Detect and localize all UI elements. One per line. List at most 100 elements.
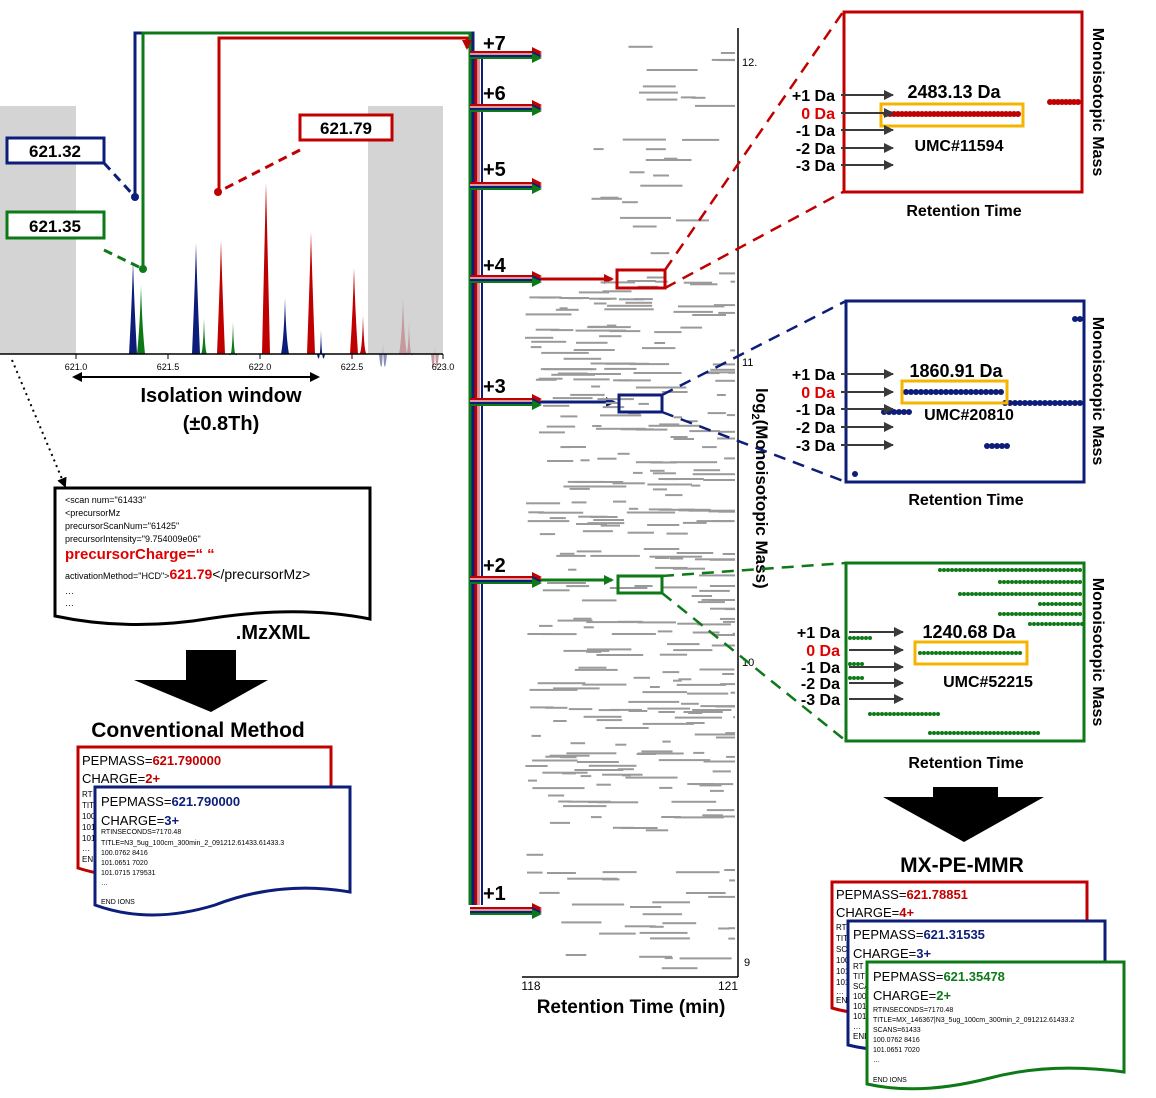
feature-dot (998, 580, 1002, 584)
feature-bar (551, 373, 595, 376)
feature-dot (1022, 612, 1026, 616)
feature-dot (994, 568, 998, 572)
feature-dot (1014, 568, 1018, 572)
feature-dot (953, 389, 959, 395)
feature-bar (701, 598, 714, 601)
feature-bar (596, 654, 644, 656)
charge-value: 3+ (164, 813, 179, 828)
feature-bar (673, 310, 713, 313)
inset-dots (848, 568, 1084, 735)
feature-bar (561, 921, 602, 924)
feature-dot (1006, 612, 1010, 616)
feature-dot (1002, 612, 1006, 616)
feature-bar (708, 371, 735, 374)
mzxml-activation-line: activationMethod="HCD">621.79</precursor… (65, 566, 310, 582)
feature-bar (646, 69, 698, 71)
feature-bar (657, 630, 673, 633)
feature-dot (1058, 568, 1062, 572)
feature-bar (712, 520, 732, 523)
inset-mass: 1240.68 Da (922, 622, 1016, 642)
pepmass-label: PEPMASS= (873, 969, 943, 984)
feature-dot (848, 636, 852, 640)
feature-bar (529, 688, 578, 691)
feature-dot (1056, 622, 1060, 626)
feature-dot (994, 651, 998, 655)
inset-y-label: Monoisotopic Mass (1089, 578, 1106, 727)
feature-bar (578, 291, 610, 294)
feature-bar (582, 683, 627, 686)
feature-dot (1026, 612, 1030, 616)
feature-dot (986, 651, 990, 655)
charge-state-label: +2 (483, 555, 506, 577)
feature-bar (724, 608, 735, 611)
inset-mass: 2483.13 Da (907, 82, 1001, 102)
pointer-green (103, 248, 144, 271)
card-pepmass: PEPMASS=621.790000 (101, 794, 240, 809)
feature-dot (852, 636, 856, 640)
feature-bar (659, 786, 673, 789)
feature-dot (872, 712, 876, 716)
map-y-label-pre: log (752, 388, 771, 414)
card-pepmass: PEPMASS=621.790000 (82, 753, 221, 768)
feature-bar (620, 827, 658, 829)
feature-bar (715, 379, 735, 382)
mzxml-document: <scan num="61433" <precursorMz precursor… (53, 486, 372, 644)
inset-x-label: Retention Time (906, 203, 1021, 220)
feature-bar (568, 708, 593, 711)
card-line: 100.0762 8416 (101, 850, 148, 857)
inset-umc: UMC#11594 (915, 138, 1004, 155)
card-line: SCANS=61433 (873, 1027, 921, 1034)
card-charge: CHARGE=2+ (82, 771, 160, 786)
feature-bar (710, 607, 735, 610)
feature-dot (1054, 612, 1058, 616)
feature-bar (652, 488, 668, 491)
charge-label: CHARGE= (82, 771, 145, 786)
feature-bar (650, 461, 677, 464)
feature-dot (848, 676, 852, 680)
stub-line: 100 (82, 812, 96, 821)
feature-dot (1050, 612, 1054, 616)
pepmass-label: PEPMASS= (836, 887, 906, 902)
feature-dot (852, 662, 856, 666)
charge-state-arrows: +7+6+5+4+3+2+1 (470, 33, 616, 919)
feature-dot (930, 651, 934, 655)
feature-bar (697, 601, 725, 604)
feature-bar (574, 668, 618, 671)
feature-bar (697, 623, 731, 626)
feature-bar (629, 363, 670, 366)
feature-bar (570, 742, 586, 745)
feature-dot (908, 389, 914, 395)
charge-value: 2+ (936, 988, 951, 1003)
feature-bar (650, 252, 670, 255)
feature-bar (600, 414, 642, 417)
feature-dot (978, 592, 982, 596)
feature-dot (1077, 316, 1083, 322)
feature-bar (541, 351, 589, 354)
feature-dot (1052, 400, 1058, 406)
feature-bar (532, 787, 585, 790)
feature-dot (1046, 602, 1050, 606)
feature-bar (582, 530, 613, 533)
feature-bar (593, 148, 604, 151)
feature-bar (654, 342, 666, 344)
map-y-tick: 9 (744, 957, 750, 969)
feature-bar (728, 937, 735, 940)
feature-bar (535, 378, 557, 381)
feature-bar (634, 298, 653, 301)
feature-dot (938, 389, 944, 395)
spectrum-ticks: 621.0 621.5 622.0 622.5 623.0 (65, 354, 454, 372)
stub-line: 101 (836, 967, 850, 976)
feature-dot (1038, 602, 1042, 606)
feature-dot (963, 389, 969, 395)
feature-bar (733, 716, 735, 719)
feature-bar (683, 711, 723, 713)
feature-bar (553, 687, 600, 690)
feature-dot (932, 731, 936, 735)
feature-bar (611, 633, 656, 635)
feature-dot (1014, 651, 1018, 655)
feature-dot (993, 389, 999, 395)
stub-line: END (853, 1032, 870, 1041)
feature-bar (559, 552, 575, 555)
feature-bar (597, 457, 617, 460)
feature-bar (563, 649, 610, 652)
